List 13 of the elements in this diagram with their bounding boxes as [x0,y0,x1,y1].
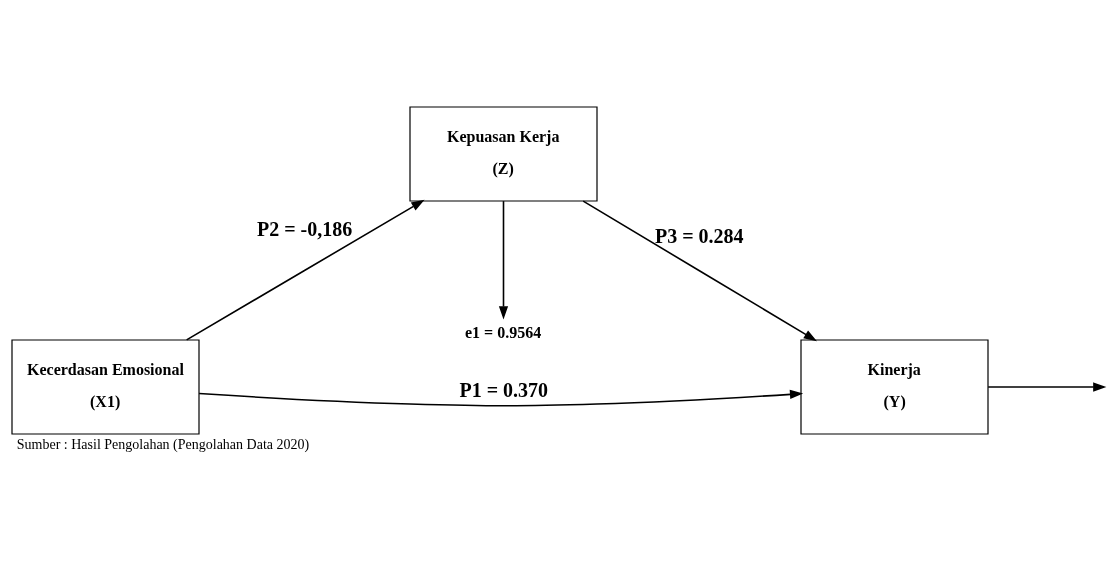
node-box: Kecerdasan Emosional (X1) [11,338,200,435]
arrow [185,199,425,341]
node-box: Kepuasan Kerja (Z) [409,105,598,202]
caption: Sumber : Hasil Pengolahan (Pengolahan Data 2020) [16,436,310,452]
node-text: e1 = 0.9564 [465,323,542,341]
arrow [198,389,804,407]
edge-label: P1 = 0.370 [459,378,549,401]
edge-label: P3 = 0.284 [655,224,744,247]
arrow [582,199,817,341]
arrow [987,381,1107,392]
node-box: Kinerja (Y) [800,338,989,435]
edge-label: P2 = -0,186 [257,217,353,240]
arrow [498,199,509,319]
